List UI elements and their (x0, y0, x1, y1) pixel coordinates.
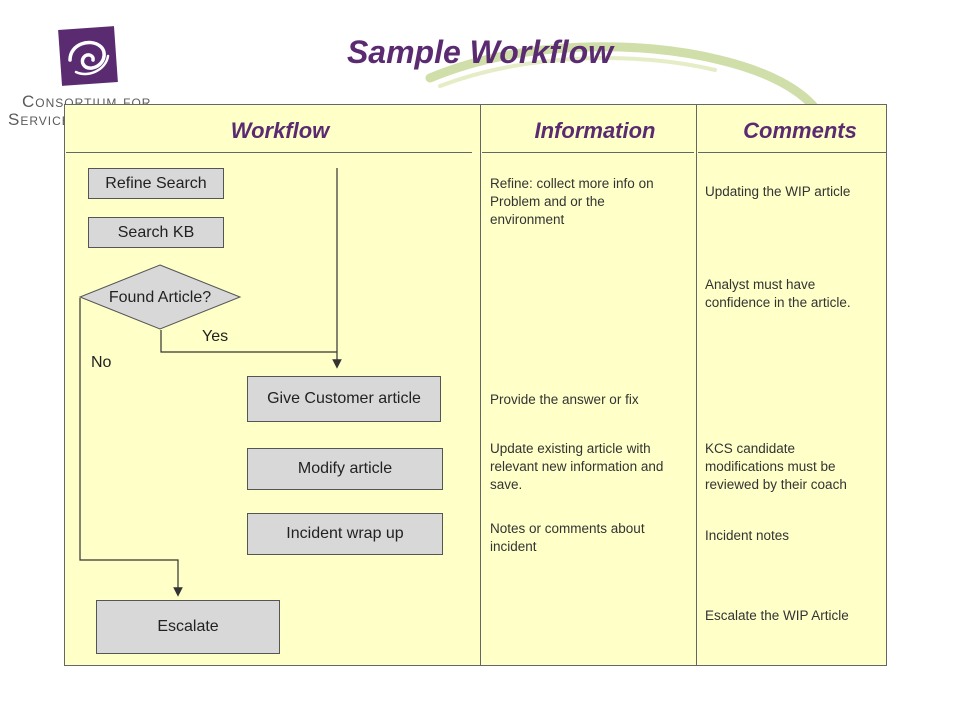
escalate-box: Escalate (96, 600, 280, 654)
header-underline (698, 152, 886, 153)
column-divider (696, 104, 697, 666)
comment-updating: Updating the WIP article (705, 184, 851, 199)
column-divider (480, 104, 481, 666)
logo-text-line2: Service (8, 110, 71, 129)
column-header-workflow: Workflow (230, 118, 330, 143)
logo-swirl-icon (58, 26, 118, 86)
comment-kcs: KCS candidate modifications must be revi… (705, 441, 847, 492)
logo (56, 24, 120, 88)
page-title: Sample Workflow (346, 34, 614, 70)
comment-analyst: Analyst must have confidence in the arti… (705, 277, 851, 310)
comment-escalate-wip: Escalate the WIP Article (705, 608, 849, 623)
no-label: No (91, 354, 112, 371)
decision-label: Found Article? (108, 289, 212, 306)
info-refine: Refine: collect more info on Problem and… (490, 176, 654, 227)
modify-article-box: Modify article (247, 448, 443, 490)
info-provide: Provide the answer or fix (490, 392, 639, 407)
give-customer-article-box: Give Customer article (247, 376, 441, 422)
header-underline (66, 152, 472, 153)
header-underline (482, 152, 694, 153)
column-header-comments: Comments (743, 118, 857, 143)
incident-wrap-up-box: Incident wrap up (247, 513, 443, 555)
column-header-information: Information (534, 118, 656, 143)
search-kb-box: Search KB (88, 217, 224, 248)
info-notes: Notes or comments about incident (490, 521, 645, 554)
yes-label: Yes (202, 328, 229, 345)
comment-incident-notes: Incident notes (705, 528, 790, 543)
info-update: Update existing article with relevant ne… (490, 441, 664, 492)
refine-search-box: Refine Search (88, 168, 224, 199)
